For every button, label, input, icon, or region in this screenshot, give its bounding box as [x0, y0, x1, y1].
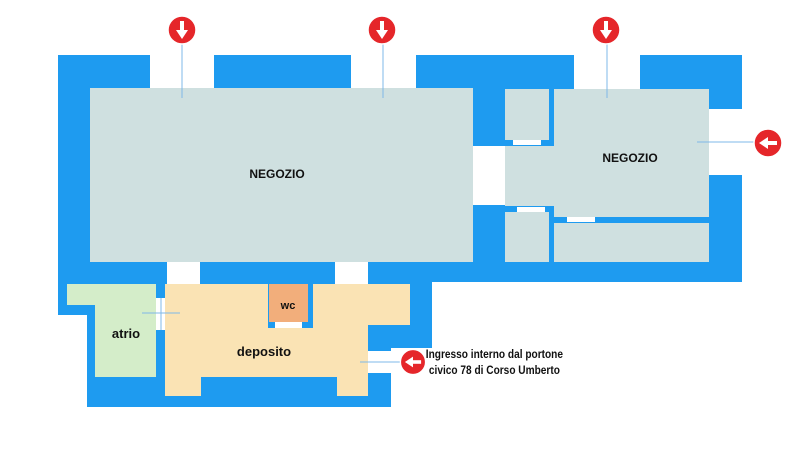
entry-arrow-down-icon: [367, 15, 397, 45]
entry-arrow-down-icon: [167, 15, 197, 45]
door: [473, 146, 505, 205]
entrance-note-line1: Ingresso interno dal portone: [425, 349, 563, 361]
room-negozio-right: [505, 89, 709, 217]
door: [167, 262, 200, 284]
door: [517, 207, 545, 212]
room-label-negozio-main: NEGOZIO: [249, 167, 304, 181]
door: [567, 217, 595, 222]
door: [335, 262, 368, 284]
room-small-bottom: [505, 212, 549, 262]
entry-arrow-down-icon: [591, 15, 621, 45]
entry-arrow-left-icon: [399, 348, 427, 376]
room-negozio-main: [90, 88, 473, 262]
entrance-note-line2: civico 78 di Corso Umberto: [428, 365, 560, 377]
room-label-wc: wc: [280, 300, 296, 312]
room-small-top: [505, 89, 549, 140]
guide-lines: [142, 44, 754, 363]
room-label-deposito: deposito: [237, 344, 291, 359]
door: [513, 140, 541, 145]
entrance-note: Ingresso interno dal portone civico 78 d…: [424, 347, 565, 379]
door: [275, 322, 302, 328]
room-deposito: [165, 284, 410, 396]
room-atrio: [67, 284, 156, 377]
entry-arrow-left-icon: [753, 128, 783, 158]
room-label-negozio-right: NEGOZIO: [602, 151, 657, 165]
room-wc: [269, 284, 308, 322]
room-label-atrio: atrio: [112, 326, 140, 341]
room-bottom-long: [554, 223, 709, 262]
